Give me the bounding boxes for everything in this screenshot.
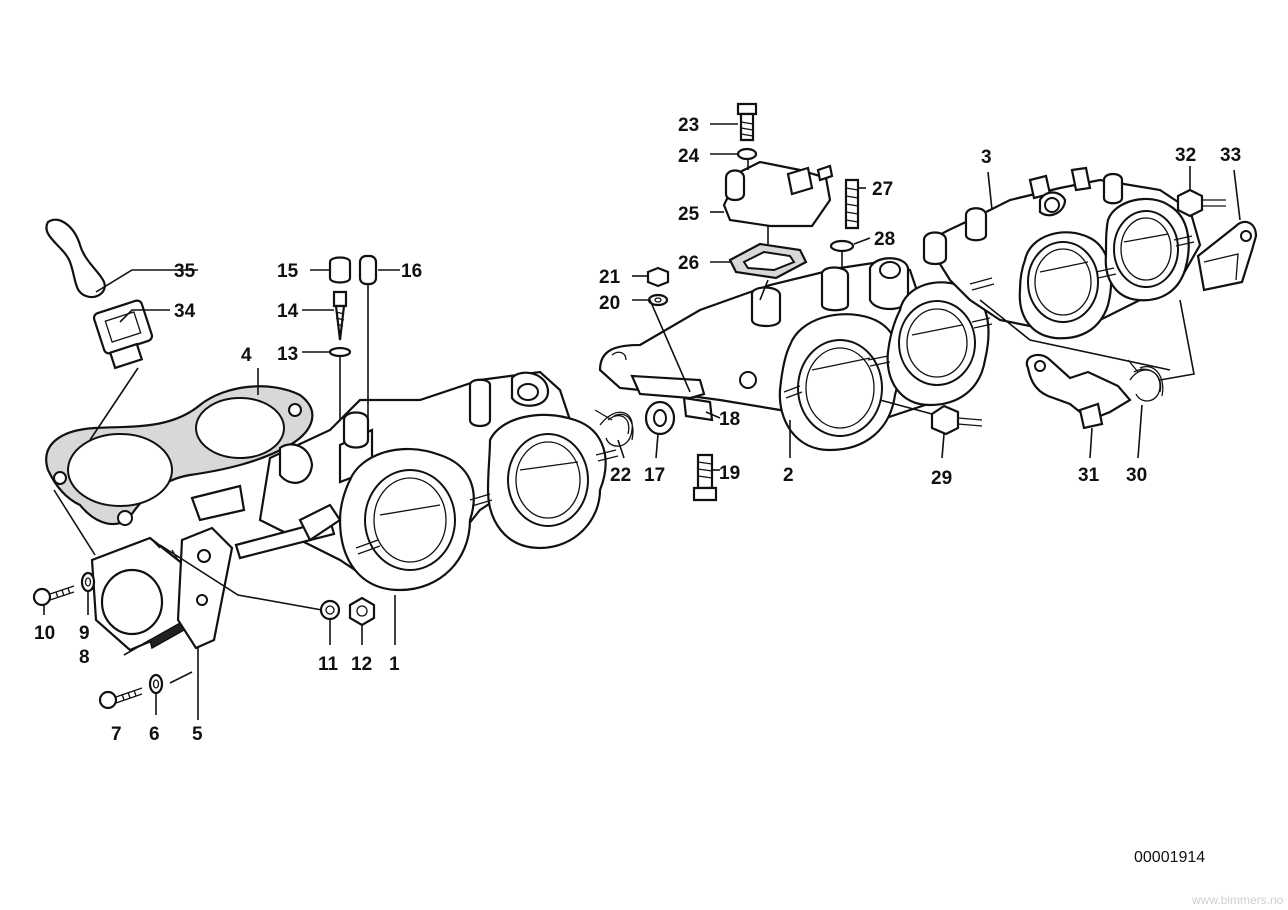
callout-1: 1 (389, 654, 400, 675)
part-17-bushing (644, 400, 676, 436)
callout-4: 4 (241, 345, 252, 366)
callout-29: 29 (931, 468, 952, 489)
part-16-pin (358, 254, 378, 286)
part-8-switch (90, 536, 190, 652)
callout-16: 16 (401, 261, 422, 282)
part-6-washer (148, 673, 164, 695)
callout-labels: 1 2 3 4 5 6 7 8 9 10 11 12 13 14 15 16 1… (34, 115, 1241, 745)
part-9-washer (80, 571, 96, 593)
callout-28: 28 (874, 229, 895, 250)
callout-33: 33 (1220, 145, 1241, 166)
part-29-nut (930, 404, 983, 436)
part-11-washer (319, 599, 341, 621)
part-31-lever (1025, 353, 1132, 430)
callout-19: 19 (719, 463, 740, 484)
part-5-bracket (176, 484, 246, 650)
part-34-plug (92, 299, 154, 370)
part-12-nut (348, 596, 376, 627)
part-22-spring (594, 409, 634, 447)
part-7-screw (98, 687, 143, 710)
part-35-boot (45, 218, 106, 299)
callout-7: 7 (111, 724, 122, 745)
leader-lines (43, 123, 1241, 720)
callout-20: 20 (599, 293, 620, 314)
callout-13: 13 (277, 344, 298, 365)
part-15-cap (328, 256, 352, 284)
part-32-nut (1176, 188, 1226, 218)
callout-21: 21 (599, 267, 621, 288)
callout-34: 34 (174, 301, 196, 322)
callout-17: 17 (644, 465, 665, 486)
part-14-screw (332, 290, 348, 341)
part-28-washer (829, 239, 855, 253)
part-27-stud (844, 178, 860, 230)
callout-18: 18 (719, 409, 740, 430)
callout-23: 23 (678, 115, 699, 136)
callout-31: 31 (1078, 465, 1100, 486)
callout-11: 11 (318, 654, 339, 675)
callout-3: 3 (981, 147, 992, 168)
part-20-washer (647, 293, 669, 307)
callout-22: 22 (610, 465, 631, 486)
part-2-throttle-housing (598, 257, 993, 452)
part-24-washer (736, 147, 758, 161)
part-21-nut (646, 266, 670, 288)
callout-35: 35 (174, 261, 196, 282)
part-30-spring (1127, 359, 1164, 402)
part-26-gasket (728, 242, 808, 280)
callout-5: 5 (192, 724, 203, 745)
diagram-number: 00001914 (1134, 849, 1205, 866)
callout-32: 32 (1175, 145, 1196, 166)
part-19-bolt (692, 453, 718, 502)
callout-2: 2 (783, 465, 794, 486)
callout-24: 24 (678, 146, 700, 167)
part-33-bracket (1196, 220, 1258, 292)
callout-12: 12 (351, 654, 372, 675)
callout-6: 6 (149, 724, 160, 745)
callout-8: 8 (79, 647, 90, 668)
watermark: www.bimmers.no (1191, 893, 1284, 907)
part-4-gasket (45, 385, 314, 526)
part-25-connector-housing (722, 160, 834, 228)
part-3-throttle-housing (922, 166, 1202, 340)
callout-30: 30 (1126, 465, 1147, 486)
callout-26: 26 (678, 253, 699, 274)
part-10-screw (32, 585, 75, 607)
callout-25: 25 (678, 204, 700, 225)
part-13-oring (328, 346, 352, 358)
callout-10: 10 (34, 623, 55, 644)
callout-14: 14 (277, 301, 299, 322)
callout-15: 15 (277, 261, 299, 282)
part-23-bolt (736, 102, 758, 142)
part-1-throttle-housing (234, 370, 619, 592)
callout-27: 27 (872, 179, 893, 200)
callout-9: 9 (79, 623, 90, 644)
